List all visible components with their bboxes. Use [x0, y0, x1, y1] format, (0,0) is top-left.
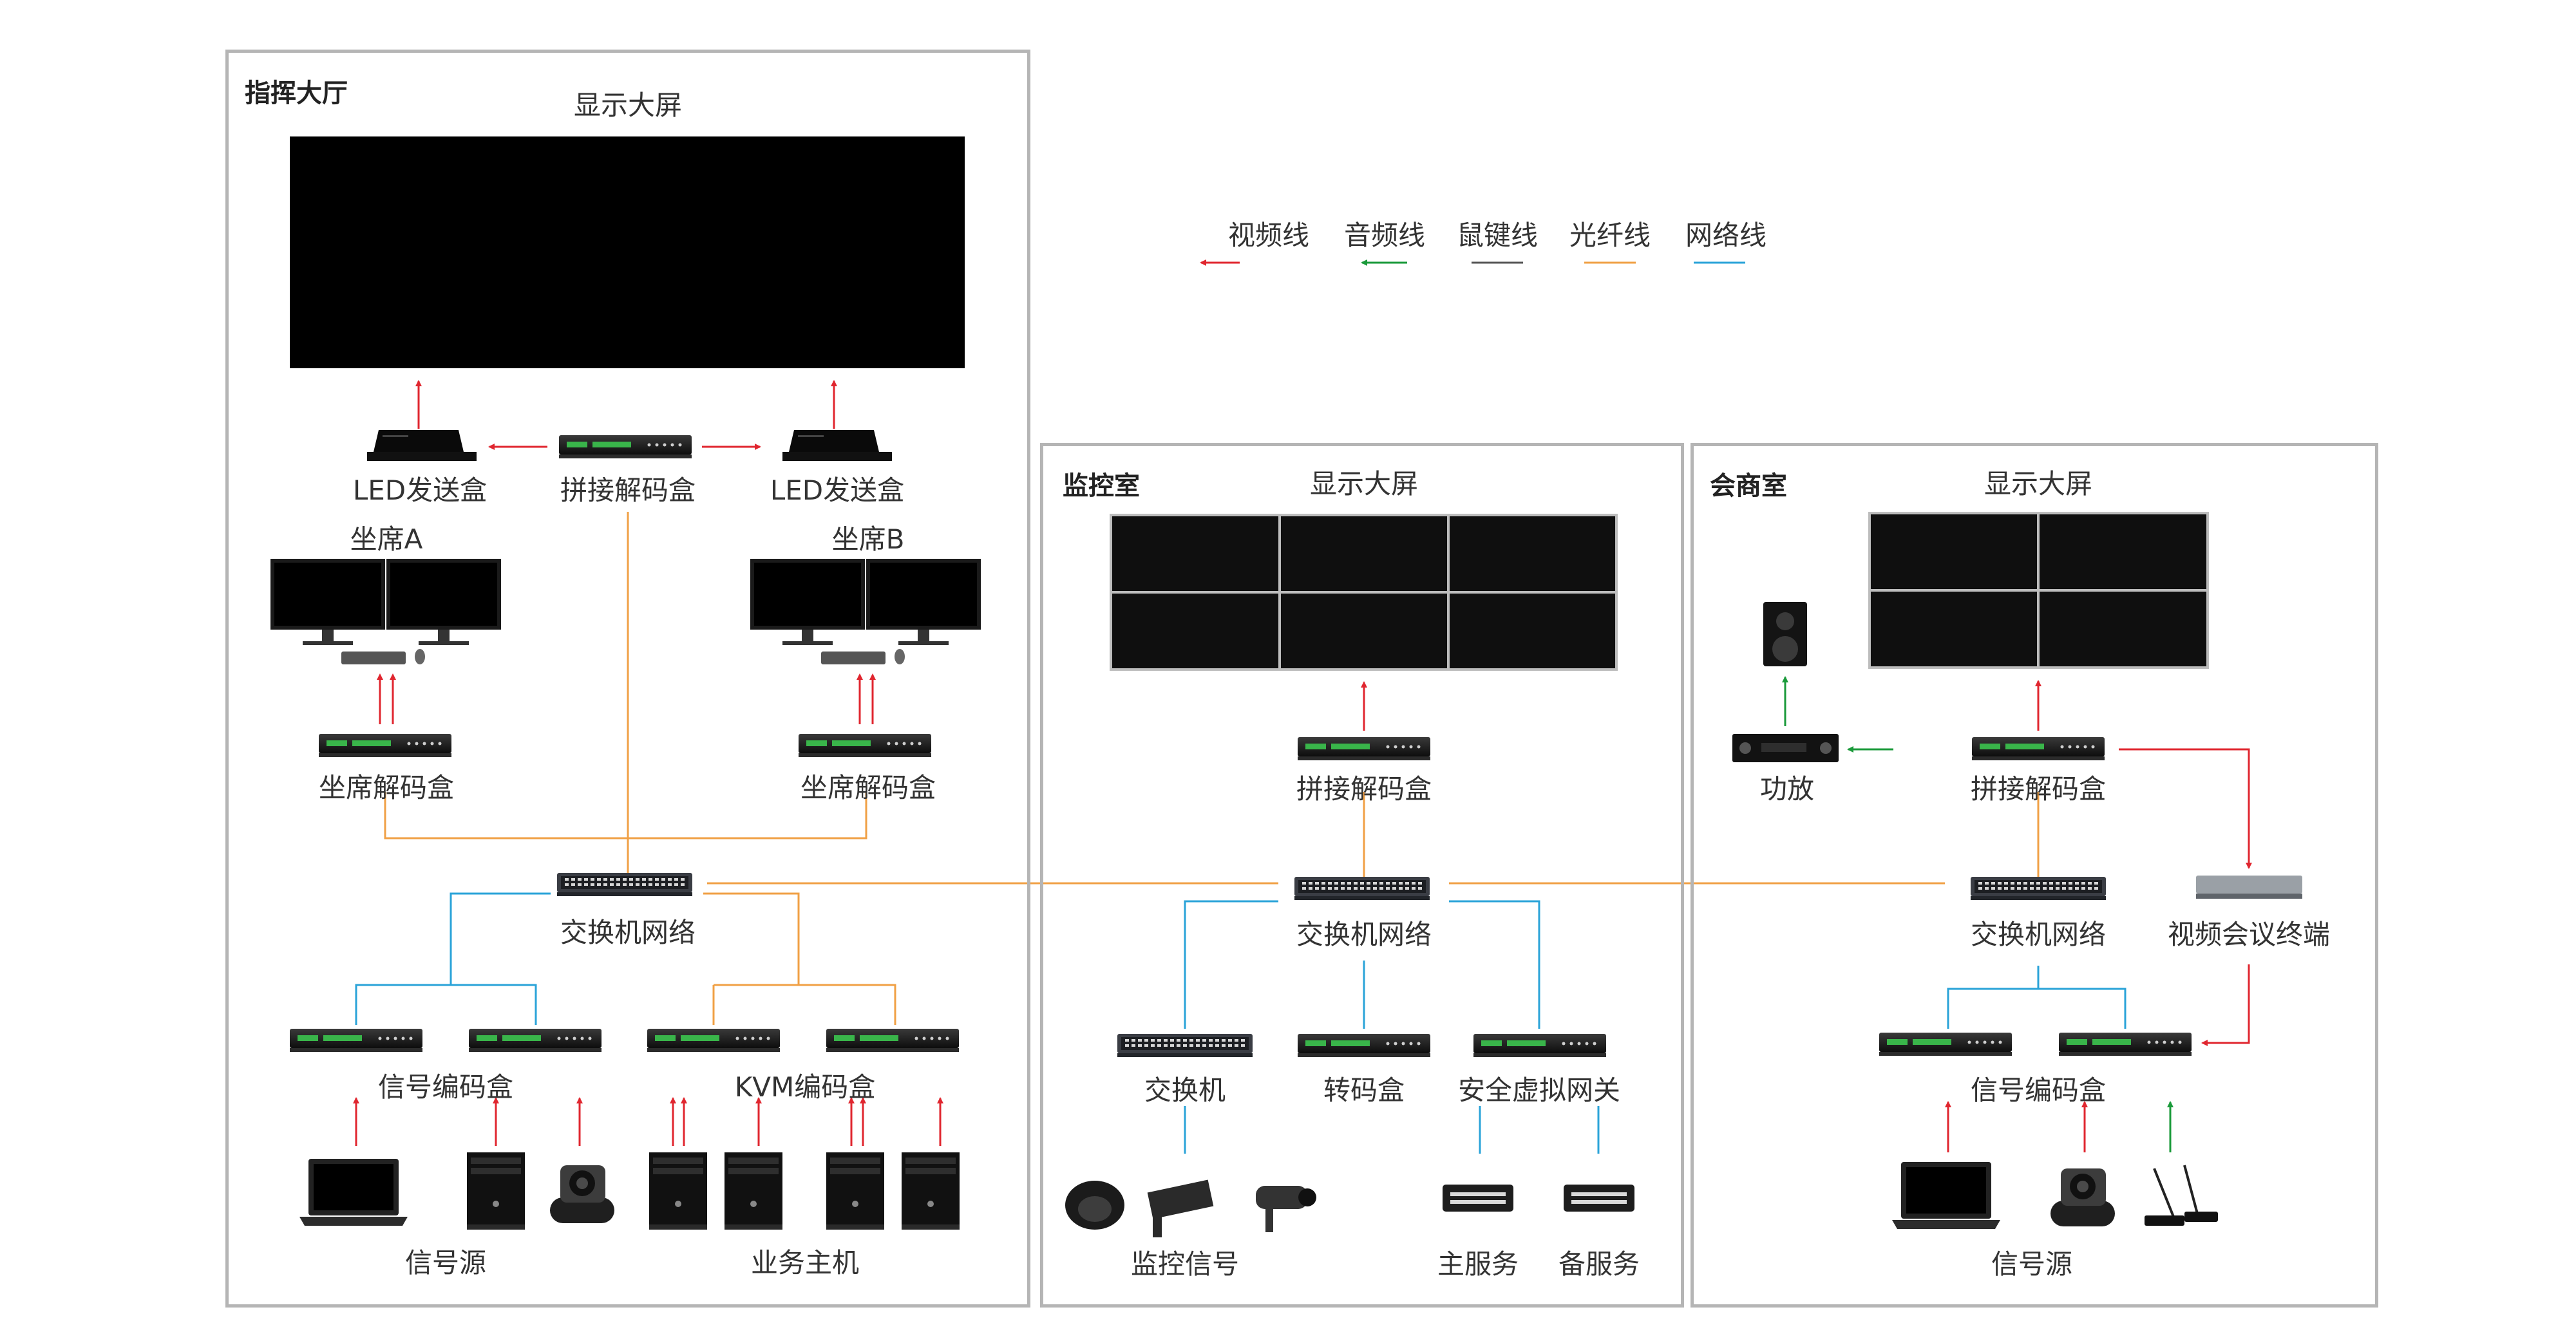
command-hall-title: 指挥大厅: [245, 79, 348, 108]
box-camera-icon: [1147, 1179, 1214, 1237]
seat-decoder-b-label: 坐席解码盒: [800, 772, 936, 803]
meeting-screen-label: 显示大屏: [1984, 468, 2093, 500]
meeting-splice-label: 拼接解码盒: [1970, 773, 2107, 805]
business-host-label: 业务主机: [750, 1247, 860, 1279]
monitor-room: [1040, 443, 1684, 1308]
transcoder-label: 转码盒: [1323, 1074, 1405, 1106]
command-screen-label: 显示大屏: [573, 89, 683, 121]
meeting-room-title: 会商室: [1710, 471, 1787, 501]
meeting-screen: [1868, 512, 2209, 669]
meeting-signal-encoder-label: 信号编码盒: [1970, 1074, 2107, 1106]
meeting-signal-source-label: 信号源: [1991, 1248, 2073, 1280]
amplifier-icon: [1732, 734, 1839, 762]
led-left-label: LED发送盒: [352, 474, 488, 506]
legend-fiber-label: 光纤线: [1569, 220, 1651, 251]
dome-camera-icon: [1065, 1181, 1124, 1230]
monitor-screen-label: 显示大屏: [1309, 468, 1419, 500]
monitor-splice-label: 拼接解码盒: [1296, 773, 1432, 805]
amplifier-label: 功放: [1759, 773, 1815, 805]
camera-signal-label: 监控信号: [1130, 1248, 1240, 1280]
command-splice-label: 拼接解码盒: [560, 474, 696, 506]
seat-decoder-a-label: 坐席解码盒: [318, 772, 455, 803]
legend-video-label: 视频线: [1227, 220, 1310, 251]
seat-b-mouse: [895, 649, 905, 664]
legend-network-label: 网络线: [1685, 220, 1767, 251]
conference-terminal: [2196, 876, 2302, 899]
speaker-icon: [1763, 602, 1807, 666]
monitor-switch-network-label: 交换机网络: [1296, 919, 1432, 950]
backup-server-label: 备服务: [1558, 1248, 1640, 1280]
conference-terminal-label: 视频会议终端: [2167, 919, 2331, 950]
monitor-room-title: 监控室: [1063, 471, 1140, 501]
bullet-camera-icon: [1256, 1186, 1316, 1232]
seat-a-label: 坐席A: [350, 523, 423, 555]
meeting-room: [1690, 443, 2378, 1308]
monitor-screen: [1110, 514, 1618, 671]
seat-a-mouse: [415, 649, 425, 664]
command-switch-label: 交换机网络: [560, 917, 696, 948]
signal-encoder-label: 信号编码盒: [377, 1071, 514, 1103]
signal-source-label: 信号源: [404, 1247, 487, 1279]
monitor-switch-label: 交换机: [1144, 1074, 1226, 1106]
seat-b-keyboard: [821, 652, 886, 664]
main-server-label: 主服务: [1437, 1248, 1519, 1280]
seat-b-label: 坐席B: [831, 523, 905, 555]
seat-a-keyboard: [341, 652, 406, 664]
command-hall-room: [225, 50, 1030, 1308]
command-screen: [290, 136, 965, 368]
legend-kvm-label: 鼠键线: [1456, 220, 1539, 251]
gateway-label: 安全虚拟网关: [1457, 1074, 1621, 1106]
microphone-icon: [2145, 1165, 2218, 1226]
kvm-encoder-label: KVM编码盒: [734, 1071, 876, 1103]
led-right-label: LED发送盒: [770, 474, 905, 506]
legend-audio-label: 音频线: [1343, 220, 1426, 251]
meeting-switch-label: 交换机网络: [1970, 919, 2107, 950]
